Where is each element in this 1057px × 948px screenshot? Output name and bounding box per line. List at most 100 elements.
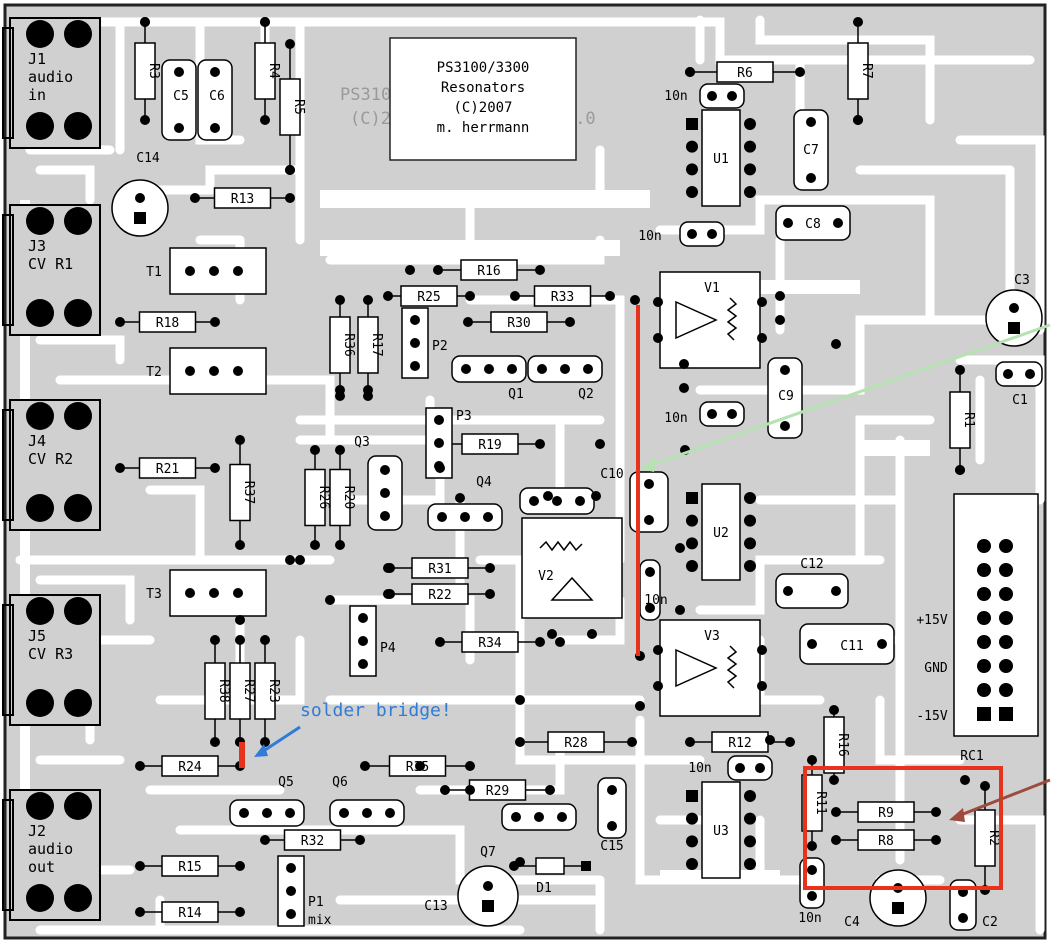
pad-square — [134, 212, 146, 224]
jack-pad — [64, 597, 92, 625]
jack-pad — [26, 112, 54, 140]
capacitor-label: C13 — [424, 899, 447, 914]
pad — [806, 117, 816, 127]
pad — [185, 366, 195, 376]
pad — [757, 681, 767, 691]
trafo-label: T2 — [146, 365, 162, 380]
resistor-body — [329, 468, 351, 527]
pad — [295, 555, 305, 565]
capacitor-label: 10n — [688, 761, 711, 776]
pad-square — [686, 118, 698, 130]
resistor-label: R23 — [266, 679, 281, 702]
resistor-label: R12 — [728, 736, 751, 751]
jack-pad — [26, 884, 54, 912]
resistor-r31: R31 — [385, 557, 495, 579]
transistor-v2-frame — [519, 487, 595, 515]
pad — [535, 637, 545, 647]
resistor-body — [823, 716, 845, 774]
resistor-r9: R9 — [831, 801, 941, 823]
capacitor-10n-5: 10n — [798, 857, 825, 926]
trimmer-label: P1 — [308, 895, 324, 910]
resistor-label: R37 — [241, 481, 256, 504]
trace — [955, 135, 1045, 335]
resistor-label: R21 — [156, 462, 179, 477]
jack-tab — [2, 214, 14, 326]
transistor-q5: Q5 — [229, 775, 305, 827]
pad — [707, 409, 717, 419]
pad — [645, 567, 655, 577]
transistor-q3: Q3 — [354, 435, 403, 531]
capacitor-body — [699, 83, 745, 109]
resistor-body — [254, 42, 276, 100]
jack-pad — [26, 792, 54, 820]
resistor-label: R4 — [266, 63, 281, 79]
pad — [140, 115, 150, 125]
ic-u1: U1 — [686, 109, 756, 207]
highlight-group — [239, 305, 1003, 890]
pad — [543, 491, 553, 501]
pad — [744, 537, 756, 550]
resistor-body — [161, 901, 219, 923]
capacitor-label: 10n — [664, 411, 687, 426]
pad — [233, 588, 243, 598]
jack-label: in — [28, 86, 46, 104]
pad — [260, 635, 270, 645]
pad — [485, 589, 495, 599]
pad — [795, 67, 805, 77]
jack-label: CV R3 — [28, 645, 73, 663]
pad — [977, 659, 991, 673]
resistor-r20: R20 — [329, 445, 356, 550]
pad — [286, 886, 296, 896]
pad — [785, 737, 795, 747]
jack-pad — [26, 494, 54, 522]
resistor-body — [304, 468, 326, 527]
capacitor-body — [949, 879, 977, 931]
vactrol-ldr — [726, 297, 738, 341]
pad — [285, 555, 295, 565]
trimmer-p2: P2 — [401, 307, 448, 379]
resistor-r7: R7 — [847, 17, 874, 125]
pad — [955, 465, 965, 475]
pad — [1009, 303, 1019, 313]
resistor-label: R8 — [878, 834, 894, 849]
trace — [145, 485, 205, 565]
resistor-label: R29 — [486, 784, 509, 799]
pad — [433, 265, 443, 275]
pad — [485, 563, 495, 573]
capacitor-label: 10n — [664, 89, 687, 104]
jack-label: CV R2 — [28, 450, 73, 468]
capacitor-c1: C1 — [995, 361, 1043, 408]
pad — [174, 67, 184, 77]
pad-square — [686, 790, 698, 802]
pad — [783, 586, 793, 596]
trimmer-p4: P4 — [349, 605, 396, 677]
pad — [831, 807, 841, 817]
green-arrow-line — [647, 323, 1051, 468]
resistor-r30: R30 — [463, 311, 575, 333]
pad — [545, 785, 555, 795]
resistor-label: R16 — [835, 733, 850, 756]
resistor-r25: R25 — [383, 285, 475, 307]
capacitor-label: C14 — [136, 151, 160, 166]
resistor-label: R20 — [341, 486, 356, 509]
pad — [415, 761, 425, 771]
trafo-label: T3 — [146, 587, 162, 602]
pad — [484, 364, 494, 374]
resistor-r26: R26 — [304, 445, 331, 550]
elco-body — [457, 865, 519, 927]
resistor-body — [161, 755, 219, 777]
pad-square — [999, 707, 1013, 721]
resistor-body — [357, 316, 379, 374]
pad — [958, 913, 968, 923]
pad — [190, 193, 200, 203]
trimmer-p1: P1 — [277, 855, 324, 927]
resistor-body — [460, 259, 518, 281]
pad — [831, 835, 841, 845]
capacitor-label: C6 — [209, 89, 225, 104]
pad — [515, 695, 525, 705]
vactrol-ldr — [539, 540, 583, 552]
